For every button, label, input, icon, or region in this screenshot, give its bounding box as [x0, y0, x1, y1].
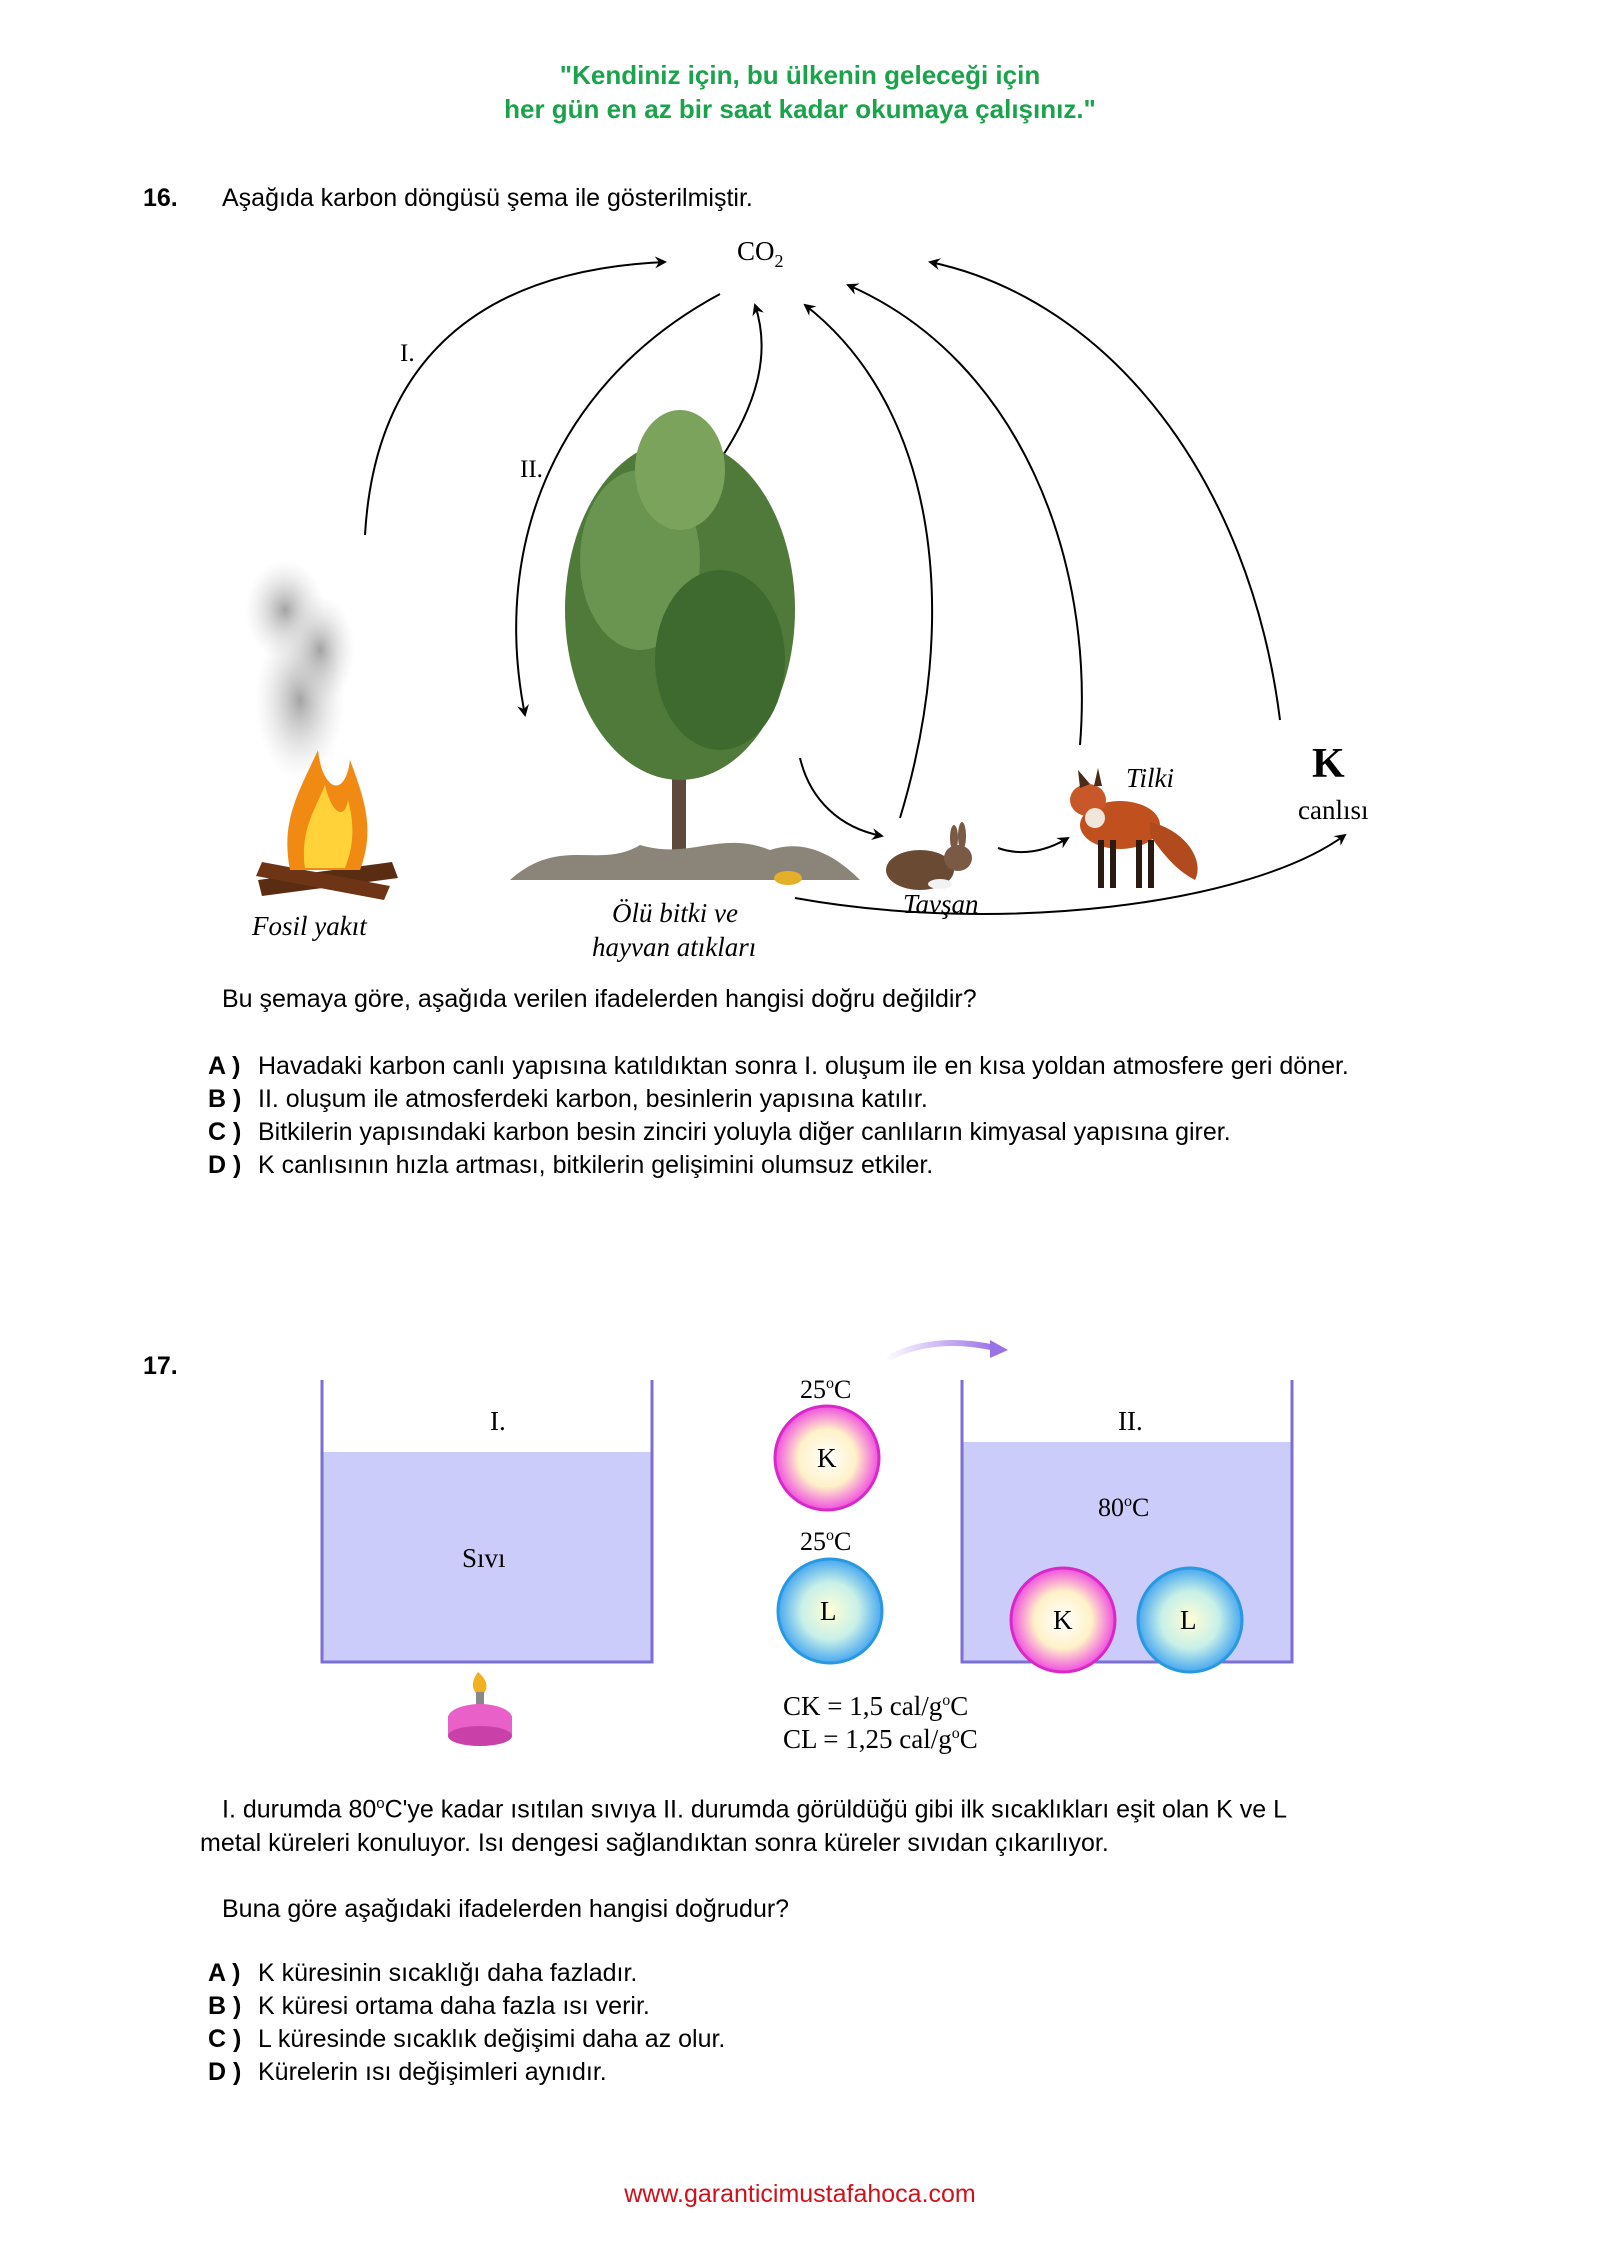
question-17-paragraph-line-2: metal küreleri konuluyor. Isı dengesi sa…	[200, 1829, 1109, 1857]
option-letter: A )	[208, 1959, 241, 1987]
dead-matter-label-2: hayvan atıkları	[592, 932, 756, 962]
rabbit-label: Tavşan	[903, 889, 979, 919]
arrow-rabbit-to-co2	[803, 303, 934, 819]
sphere-k-in-liquid	[1009, 1566, 1117, 1674]
option-text: Bitkilerin yapısındaki karbon besin zinc…	[258, 1118, 1231, 1146]
sphere-l-in-liquid	[1136, 1566, 1244, 1674]
para-part-a: I. durumda 80	[222, 1795, 377, 1824]
question-17-paragraph-line-1: I. durumda 80oC'ye kadar ısıtılan sıvıya…	[222, 1795, 1287, 1824]
option-letter: B )	[208, 1992, 242, 2020]
q17-option-a[interactable]: A ) K küresinin sıcaklığı daha fazladır.	[208, 1957, 637, 1990]
burner-illustration	[448, 1672, 512, 1746]
sphere-k2-label: K	[1053, 1605, 1073, 1635]
beaker-II-temp: 80oC	[1098, 1493, 1149, 1522]
beaker-I-label: I.	[490, 1406, 506, 1436]
option-text: II. oluşum ile atmosferdeki karbon, besi…	[258, 1085, 928, 1113]
sphere-l	[776, 1557, 884, 1665]
fossil-fuel-label: Fosil yakıt	[251, 911, 368, 941]
arrow-dead-to-rabbit	[799, 757, 884, 841]
q16-option-a[interactable]: A ) Havadaki karbon canlı yapısına katıld…	[208, 1050, 1349, 1083]
option-letter: C )	[208, 1118, 242, 1146]
beaker-II-label: II.	[1118, 1406, 1143, 1436]
sphere-k-temp: 25oC	[800, 1375, 851, 1404]
q17-option-b[interactable]: B ) K küresi ortama daha fazla ısı verir.	[208, 1990, 650, 2023]
liquid-label: Sıvı	[462, 1543, 506, 1573]
option-text: Kürelerin ısı değişimleri aynıdır.	[258, 2058, 607, 2086]
q16-option-b[interactable]: B ) II. oluşum ile atmosferdeki karbon, b…	[208, 1083, 928, 1116]
smoke-illustration	[245, 560, 355, 780]
fox-illustration	[1070, 768, 1198, 888]
k-organism-word: canlısı	[1298, 795, 1368, 825]
option-text: K canlısının hızla artması, bitkilerin g…	[258, 1151, 934, 1179]
arrow-k-to-co2	[928, 258, 1281, 721]
rabbit-illustration	[886, 822, 972, 890]
sphere-k-label: K	[817, 1443, 837, 1473]
sphere-l2-label: L	[1180, 1605, 1197, 1635]
question-16-prompt: Bu şemaya göre, aşağıda verilen ifadeler…	[222, 985, 977, 1013]
arrow-tree-to-co2	[719, 303, 764, 461]
dead-matter-illustration	[510, 842, 860, 885]
question-17-prompt: Buna göre aşağıdaki ifadelerden hangisi …	[222, 1895, 790, 1923]
option-text: K küresinin sıcaklığı daha fazladır.	[258, 1959, 638, 1987]
label-II: II.	[520, 456, 543, 483]
option-letter: D )	[208, 1151, 242, 1179]
campfire-illustration	[256, 750, 398, 900]
footer-url-link[interactable]: www.garanticimustafahoca.com	[624, 2180, 976, 2208]
q17-option-c[interactable]: C ) L küresinde sıcaklık değişimi daha az…	[208, 2023, 725, 2056]
sphere-k	[773, 1404, 881, 1512]
transfer-arrow	[883, 1340, 996, 1363]
option-letter: B )	[208, 1085, 242, 1113]
option-letter: C )	[208, 2025, 242, 2053]
option-letter: D )	[208, 2058, 242, 2086]
option-text: Havadaki karbon canlı yapısına katıldıkt…	[258, 1052, 1349, 1080]
arrow-rabbit-to-fox	[997, 836, 1070, 854]
dead-matter-label-1: Ölü bitki ve	[612, 898, 738, 928]
option-text: L küresinde sıcaklık değişimi daha az ol…	[258, 2025, 726, 2053]
sphere-l-label: L	[820, 1596, 837, 1626]
label-I: I.	[400, 340, 415, 367]
arrow-co2-to-tree-II	[515, 293, 721, 717]
question-16-intro: Aşağıda karbon döngüsü şema ile gösteril…	[222, 184, 753, 212]
question-17-number: 17.	[143, 1352, 178, 1380]
beaker-I	[320, 1380, 654, 1664]
question-16-number: 16.	[143, 184, 178, 212]
tree-illustration	[565, 410, 795, 850]
arrow-fox-to-co2	[846, 283, 1083, 746]
specific-heat-l: CL = 1,25 cal/goC	[783, 1724, 978, 1754]
motto-line-2: her gün en az bir saat kadar okumaya çal…	[504, 94, 1096, 124]
q16-option-d[interactable]: D ) K canlısının hızla artması, bitkileri…	[208, 1149, 933, 1182]
k-organism-letter: K	[1312, 741, 1345, 787]
para-part-b: C'ye kadar ısıtılan sıvıya II. durumda g…	[384, 1795, 1288, 1824]
heat-experiment-diagram: I. Sıvı 25oC K 25oC L II. 80oC K L CK = …	[320, 1340, 1294, 1754]
q17-option-d[interactable]: D ) Kürelerin ısı değişimleri aynıdır.	[208, 2056, 607, 2089]
para-degree-sup: o	[376, 1795, 385, 1812]
q16-option-c[interactable]: C ) Bitkilerin yapısındaki karbon besin z…	[208, 1116, 1231, 1149]
sphere-l-temp: 25oC	[800, 1527, 851, 1556]
option-letter: A )	[208, 1052, 241, 1080]
carbon-cycle-diagram: CO2 I. II. Fosil yakıt Ölü bitki ve hayv…	[245, 236, 1368, 962]
arrow-dead-to-k	[794, 833, 1347, 915]
specific-heat-k: CK = 1,5 cal/goC	[783, 1691, 968, 1721]
arrow-fossil-to-co2	[364, 256, 667, 536]
option-text: K küresi ortama daha fazla ısı verir.	[258, 1992, 650, 2020]
motto-line-1: "Kendiniz için, bu ülkenin geleceği için	[559, 60, 1041, 90]
fox-label: Tilki	[1126, 763, 1174, 793]
co2-label: CO2	[737, 236, 784, 271]
